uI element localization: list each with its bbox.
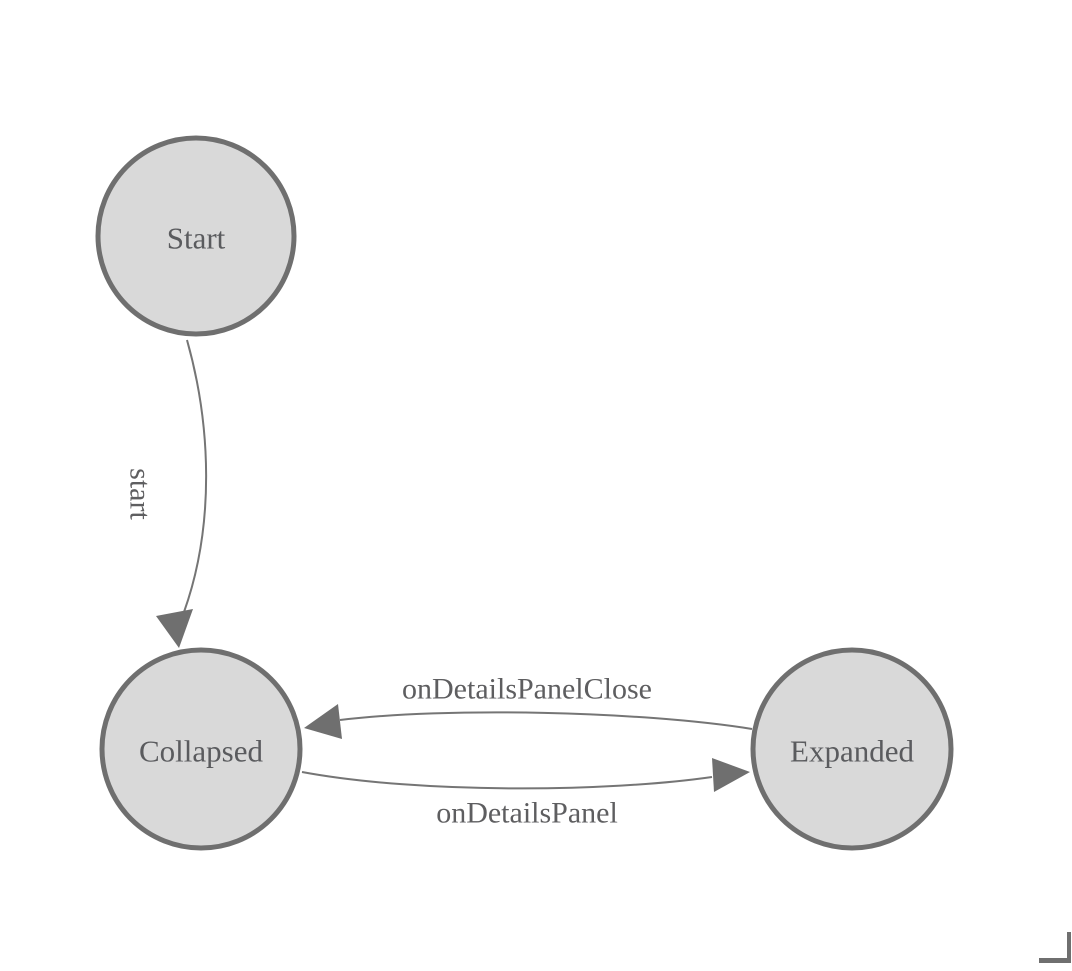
transition-label-start: start [124,468,157,520]
transition-edge-start [183,339,208,613]
state-node-label-start: Start [167,221,226,256]
transition-arrowhead-onDetailsPanelClose [304,704,342,739]
transition-edge-onDetailsPanelClose [339,711,753,730]
resize-corner-handle[interactable] [1039,932,1072,963]
transition-label-onDetailsPanel: onDetailsPanel [436,797,618,830]
state-node-collapsed[interactable] [99,647,303,851]
transition-arrowhead-onDetailsPanel [712,758,750,792]
resize-corner-vertical-bar [1067,932,1071,963]
resize-corner-horizontal-bar [1039,958,1071,963]
state-node-label-expanded: Expanded [790,734,914,769]
state-node-expanded[interactable] [750,647,954,851]
transition-arrowhead-start [156,609,193,648]
transition-label-onDetailsPanelClose: onDetailsPanelClose [402,673,652,706]
state-node-start[interactable] [95,135,297,337]
state-node-label-collapsed: Collapsed [139,734,263,769]
transition-edge-onDetailsPanel [301,771,713,790]
